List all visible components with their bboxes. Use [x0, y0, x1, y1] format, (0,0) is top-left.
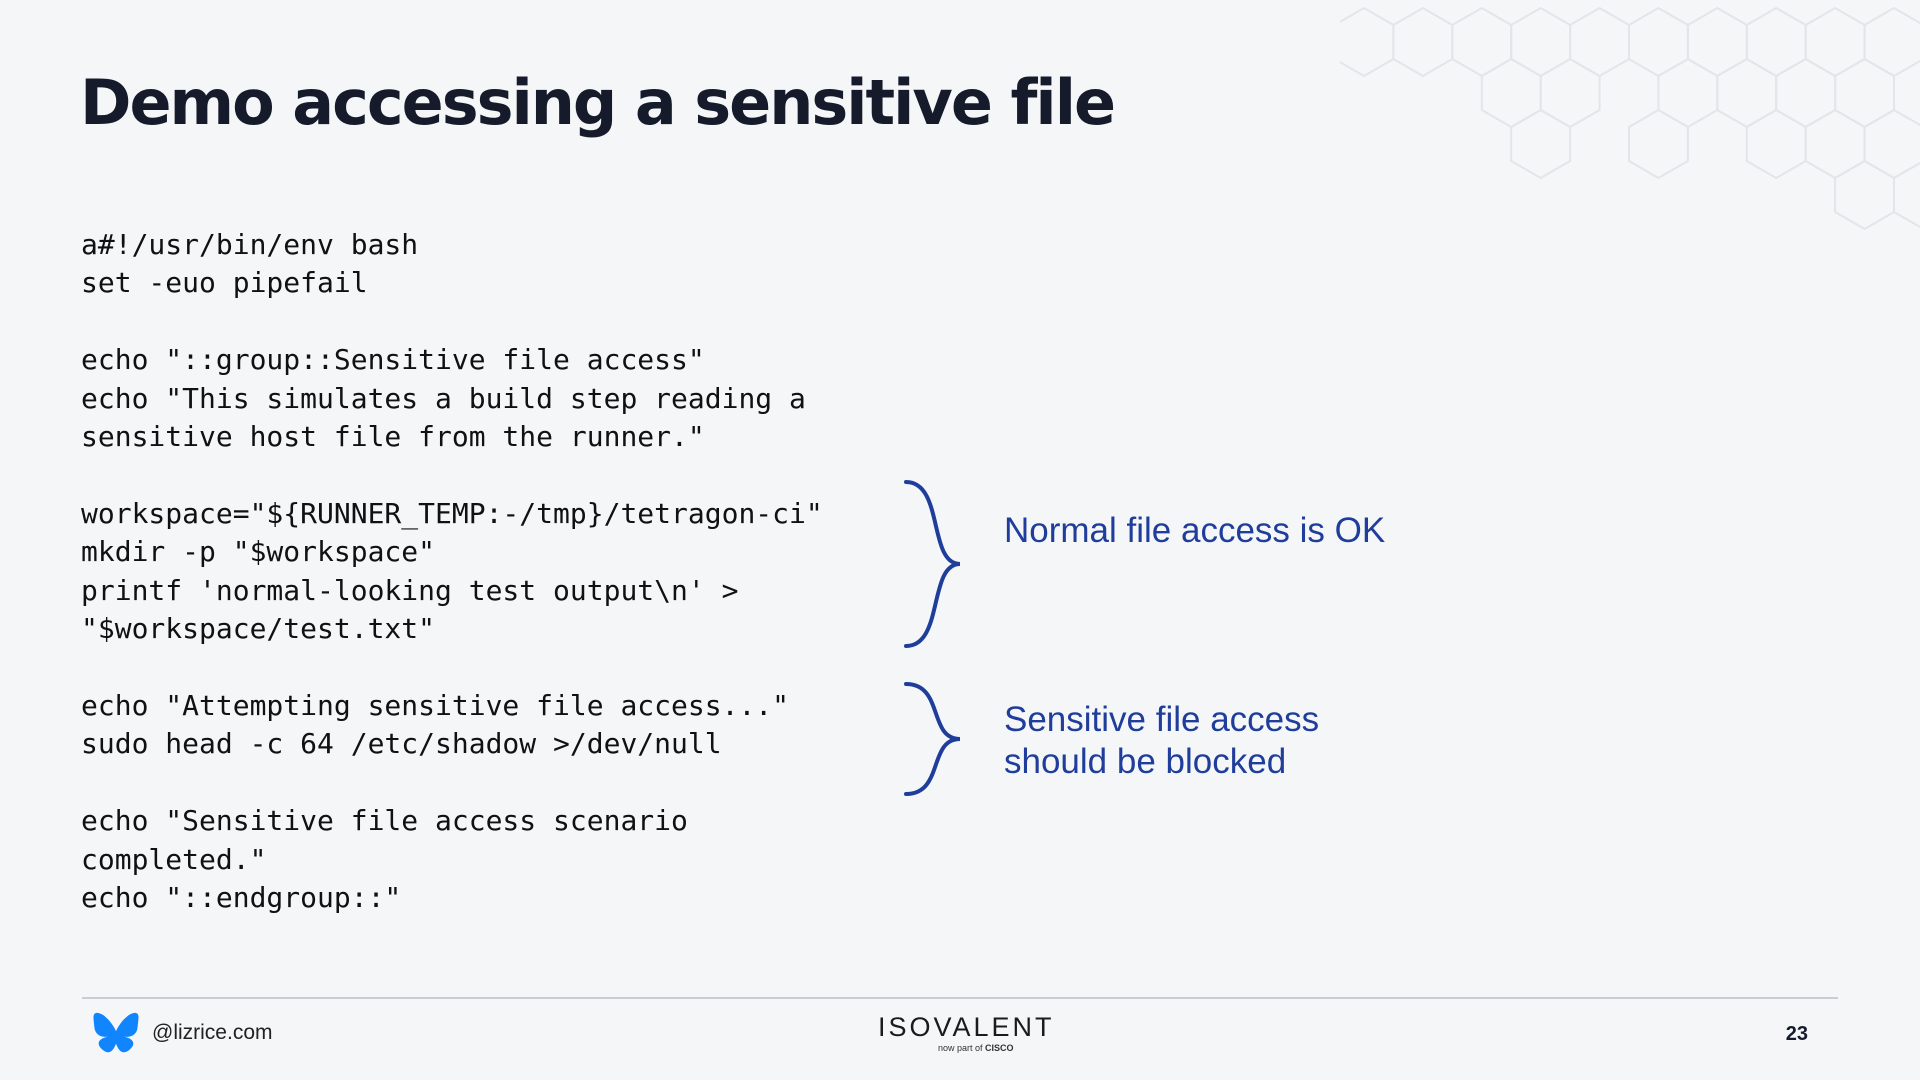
- code-line: echo "Attempting sensitive file access..…: [81, 688, 790, 722]
- hexagon-shape: [1480, 57, 1542, 129]
- annotation-line: should be blocked: [1004, 742, 1287, 781]
- code-line: sudo head -c 64 /etc/shadow >/dev/null: [81, 727, 722, 761]
- annotation-line: Sensitive file access: [1004, 700, 1320, 739]
- hexagon-shape: [1628, 6, 1689, 78]
- hexagon-shape: [1510, 6, 1572, 78]
- code-line: echo "Sensitive file access scenario: [81, 804, 688, 838]
- hexagon-shape: [1686, 6, 1748, 78]
- code-line: printf 'normal-looking test output\n' >: [81, 573, 739, 607]
- hexagon-shape: [1539, 57, 1601, 129]
- footer-divider: [82, 997, 1838, 999]
- code-line: set -euo pipefail: [81, 266, 368, 300]
- hexagon-pattern: [1340, 6, 1920, 231]
- brand-tagline-company: CISCO: [985, 1043, 1014, 1053]
- hexagon-shape: [1804, 6, 1866, 78]
- hexagon-shape: [1804, 108, 1866, 180]
- code-line: "$workspace/test.txt": [81, 612, 436, 646]
- code-line: echo "::endgroup::": [81, 880, 402, 914]
- hexagon-shape: [1392, 6, 1454, 78]
- hexagon-shape: [1775, 57, 1837, 129]
- bluesky-handle[interactable]: @lizrice.com: [152, 1021, 273, 1044]
- code-line: echo "::group::Sensitive file access": [81, 343, 705, 377]
- hexagon-shape: [1834, 159, 1895, 231]
- code-line: echo "This simulates a build step readin…: [81, 381, 806, 415]
- hexagon-shape: [1893, 161, 1920, 229]
- hexagon-shape: [1745, 108, 1807, 180]
- hexagon-shape: [1834, 57, 1895, 129]
- curly-brace-icon: [904, 682, 961, 796]
- hexagon-shape: [1569, 6, 1630, 78]
- code-line: completed.": [81, 842, 267, 876]
- brand-name: ISOVALENT: [878, 1012, 1055, 1042]
- brand-tagline: now part of CISCO: [878, 1043, 1038, 1054]
- hexagon-shape: [1340, 6, 1395, 78]
- slide-title: Demo accessing a sensitive file: [80, 66, 1116, 139]
- hexagon-shape: [1510, 108, 1572, 180]
- code-block: a#!/usr/bin/env bash set -euo pipefail e…: [81, 226, 823, 917]
- annotation-normal-access: Normal file access is OK: [1004, 511, 1386, 550]
- curly-brace-icon: [904, 480, 961, 648]
- hexagon-shape: [1657, 57, 1719, 129]
- hexagon-shape: [1628, 108, 1689, 180]
- code-line: mkdir -p "$workspace": [81, 535, 436, 569]
- code-line: sensitive host file from the runner.": [81, 420, 705, 454]
- code-line: workspace="${RUNNER_TEMP:-/tmp}/tetragon…: [81, 496, 823, 530]
- code-line: a#!/usr/bin/env bash: [81, 228, 419, 261]
- hexagon-shape: [1745, 6, 1807, 78]
- hexagon-shape: [1716, 57, 1778, 129]
- hexagon-shape: [1451, 6, 1513, 78]
- brand-tagline-text: now part of: [938, 1043, 983, 1053]
- page-number: 23: [1785, 1023, 1808, 1045]
- hexagon-shape: [1863, 6, 1920, 78]
- isovalent-logo: ISOVALENT now part of CISCO: [878, 1012, 1055, 1054]
- bluesky-butterfly-icon: [93, 1012, 139, 1053]
